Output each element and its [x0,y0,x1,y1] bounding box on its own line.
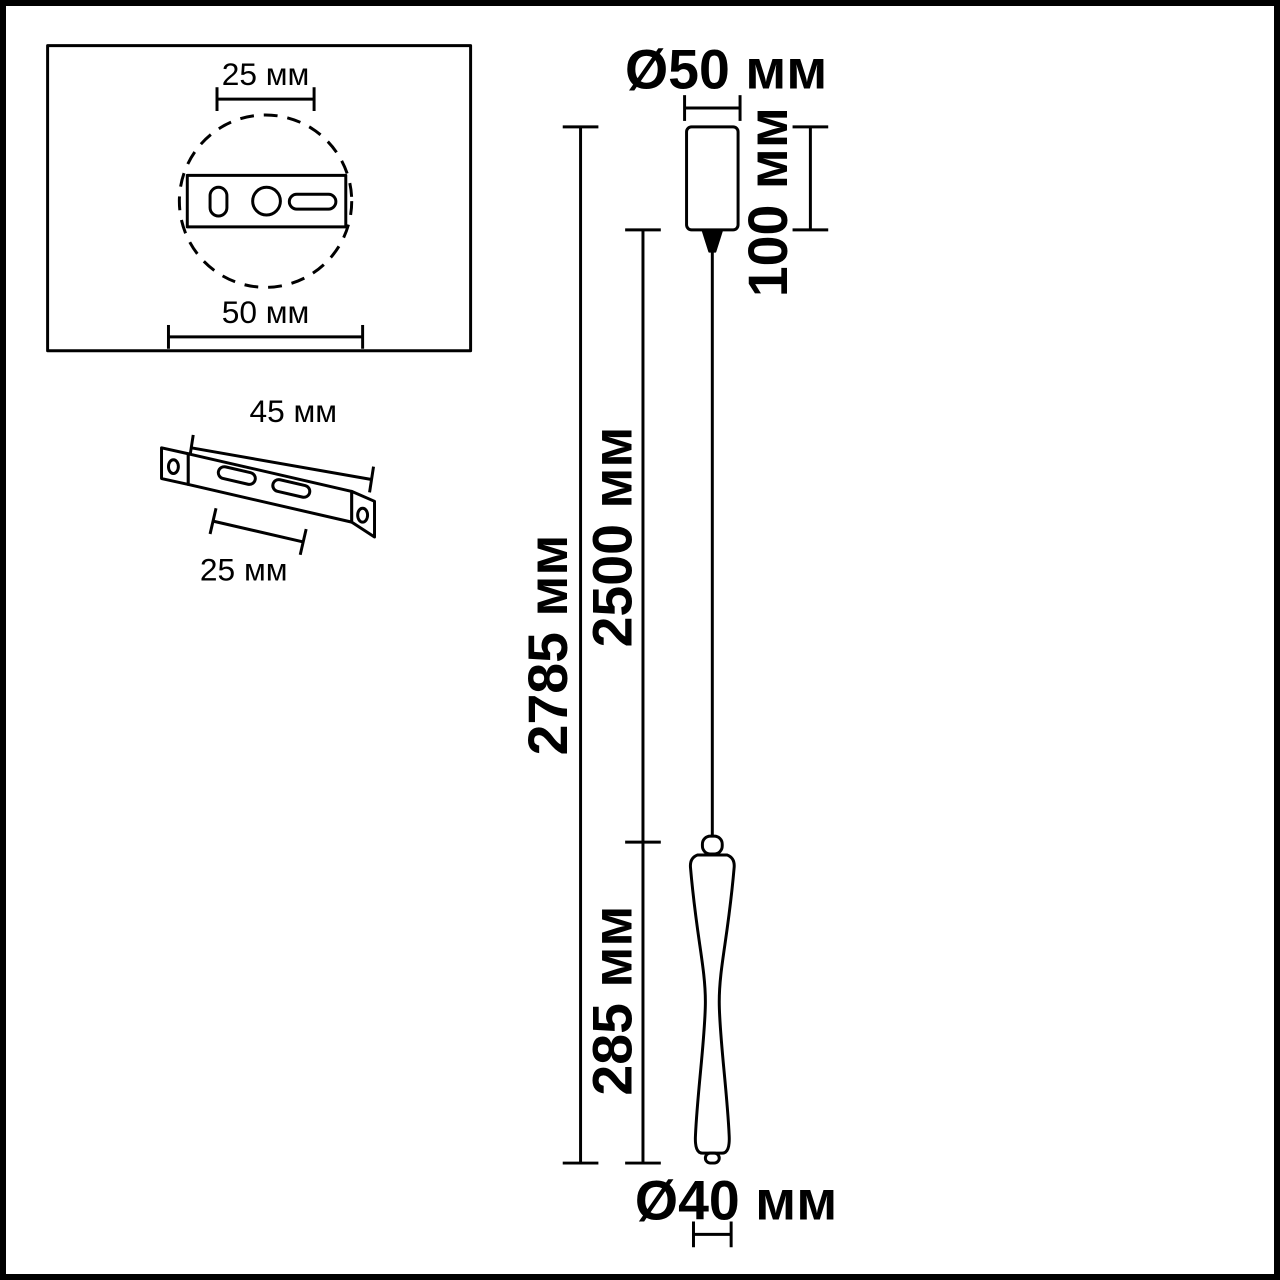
bracket-face [186,452,354,524]
mount-plate-detail: 25 мм 50 мм [46,44,473,353]
strain-relief-cone [701,228,724,253]
plate-slot-right [287,192,338,211]
bracket-hole-left [166,458,180,476]
dim-line-body-height [625,842,661,1165]
dim-line-plate-hole-spacing [215,87,316,112]
dim-label-cord-length: 2500 мм [581,427,643,648]
dim-label-canopy-height: 100 мм [737,107,799,297]
dim-label-body-height: 285 мм [581,906,643,1096]
dim-label-canopy-diameter: Ø50 мм [625,38,827,100]
dim-line-bracket-slots [208,507,308,556]
detail-box-border [46,44,473,353]
dim-line-canopy-diameter [683,95,742,121]
dim-line-plate-width [166,324,365,349]
dim-line-body-diameter [692,1221,733,1248]
pendant-lamp [685,125,740,1165]
dim-line-overall-height [562,125,599,1165]
bracket-slot-2 [271,478,312,499]
bracket-detail: 45 мм 25 мм [160,393,376,588]
dashed-cutout-circle [177,113,354,289]
dim-label-bracket-slots: 25 мм [200,552,288,588]
mount-plate [185,173,348,229]
canopy [685,125,740,232]
bracket-hole-right [356,506,370,524]
plate-hole-center [251,185,282,217]
plate-slot-left [208,185,229,218]
diagram-canvas: 25 мм 50 мм 45 мм [46,38,837,1248]
bracket-left-tab [160,446,190,486]
dim-label-plate-width: 50 мм [222,294,310,330]
dim-label-plate-hole-spacing: 25 мм [222,56,310,92]
dim-label-overall-height: 2785 мм [517,535,579,756]
bracket-right-tab [350,489,376,539]
dim-label-bracket-length: 45 мм [249,393,337,429]
lamp-body [688,853,736,1155]
lamp-body-cap [700,834,724,856]
bracket-slot-1 [216,465,257,486]
dim-line-canopy-height [792,125,829,232]
lamp-tip [703,1151,721,1165]
dim-label-body-diameter: Ø40 мм [635,1170,837,1232]
